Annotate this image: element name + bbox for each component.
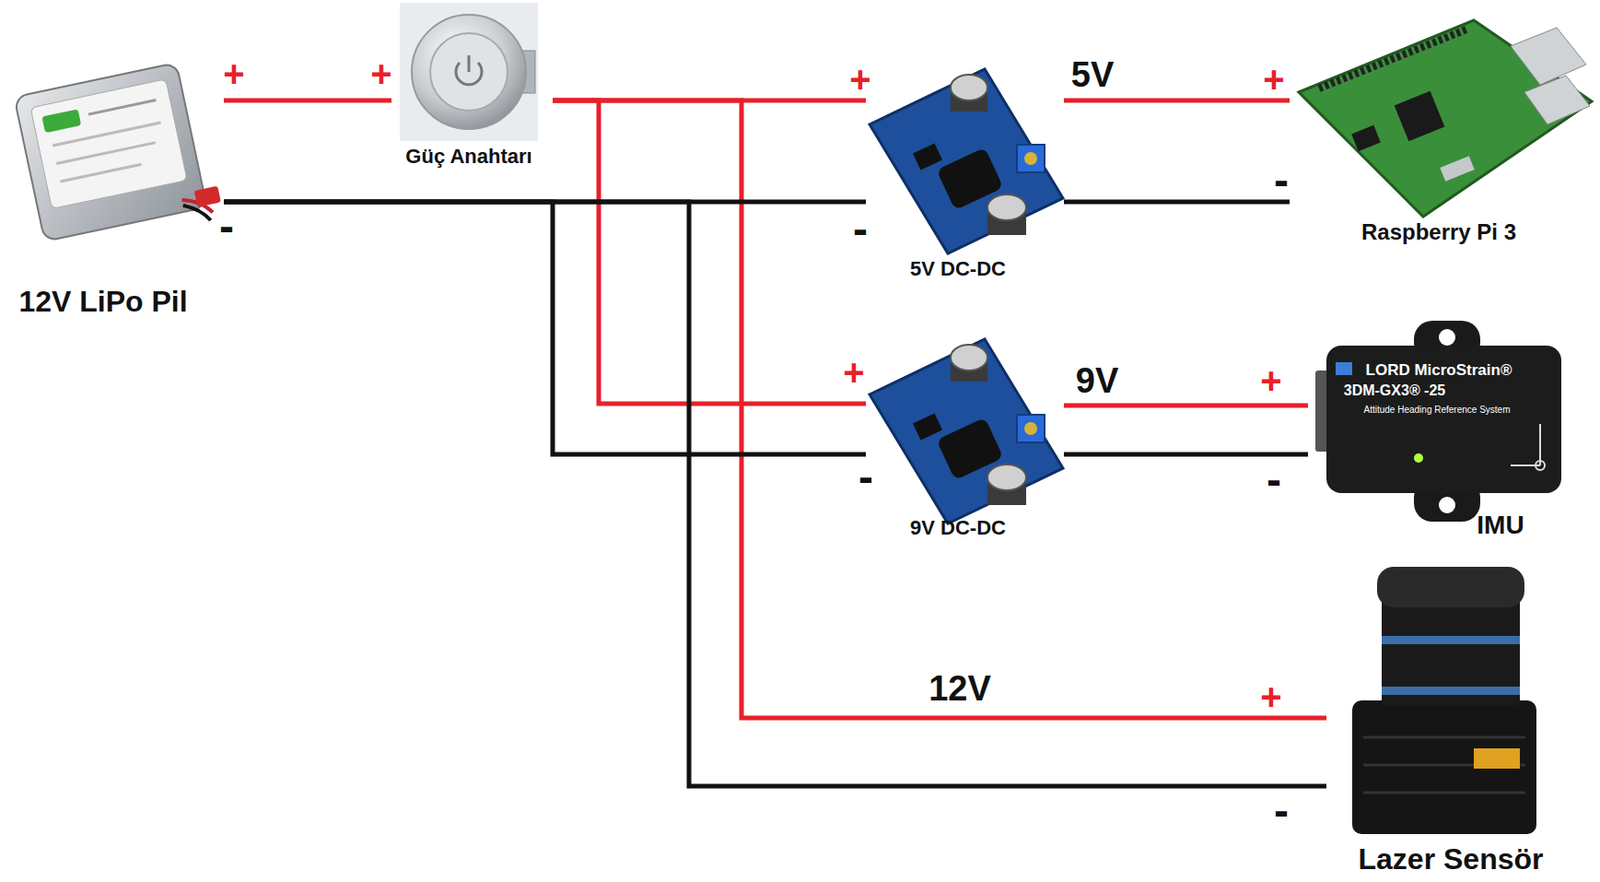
polarity-plus: + xyxy=(842,353,865,391)
positive-wire xyxy=(1063,403,1309,409)
component-label: IMU xyxy=(1476,510,1524,540)
ground-wire xyxy=(223,201,866,455)
polarity-minus: - xyxy=(858,455,874,500)
ground-wire xyxy=(1063,452,1309,457)
device-brand: LORD MicroStrain® xyxy=(1366,362,1513,378)
component-label: 5V DC-DC xyxy=(910,256,1006,281)
polarity-minus: - xyxy=(852,207,868,252)
polarity-minus: - xyxy=(1266,457,1282,503)
polarity-plus: + xyxy=(849,60,871,98)
switch-illustration xyxy=(399,2,538,141)
component-label: Raspberry Pi 3 xyxy=(1361,219,1517,246)
positive-wire xyxy=(552,100,866,404)
polarity-plus: + xyxy=(1262,60,1285,98)
polarity-plus: + xyxy=(370,55,392,93)
power-switch: Güç Anahtarı xyxy=(391,1,553,177)
dc-dc-converter: 9V DC-DC xyxy=(865,331,1064,544)
voltage-label: 12V xyxy=(924,669,995,709)
component-label: 12V LiPo Pil xyxy=(18,284,187,319)
imu-illustration xyxy=(1315,320,1562,522)
component-label: 9V DC-DC xyxy=(910,515,1006,539)
polarity-minus: - xyxy=(1273,788,1289,833)
device-description: Attitude Heading Reference System xyxy=(1364,405,1511,415)
voltage-label: 5V xyxy=(1067,56,1118,95)
positive-wire xyxy=(552,100,1327,718)
laser-sensor-illustration xyxy=(1352,566,1537,834)
battery-illustration xyxy=(13,59,224,256)
ground-wire xyxy=(1063,199,1290,205)
dc-dc-converter: 5V DC-DC xyxy=(865,64,1064,286)
component-label: Lazer Sensör xyxy=(1358,841,1544,876)
polarity-plus: + xyxy=(1260,677,1282,715)
converter-illustration xyxy=(869,338,1063,524)
polarity-minus: - xyxy=(1273,158,1289,203)
component-label: Güç Anahtarı xyxy=(405,144,532,168)
raspberry-pi: Raspberry Pi 3 xyxy=(1289,13,1594,249)
polarity-plus: + xyxy=(1260,362,1282,399)
positive-wire xyxy=(1063,98,1290,104)
polarity-plus: + xyxy=(222,55,245,93)
raspberry-pi-illustration xyxy=(1298,20,1592,217)
battery: 12V LiPo Pil xyxy=(7,50,224,323)
imu: IMU xyxy=(1308,313,1580,544)
voltage-label: 9V xyxy=(1072,362,1122,401)
positive-wire xyxy=(223,98,392,104)
laser-sensor: Lazer Sensör xyxy=(1326,557,1571,879)
ground-wire xyxy=(223,201,1327,786)
device-model: 3DM-GX3® -25 xyxy=(1343,383,1446,398)
polarity-minus: - xyxy=(219,204,234,249)
converter-illustration xyxy=(869,69,1063,254)
